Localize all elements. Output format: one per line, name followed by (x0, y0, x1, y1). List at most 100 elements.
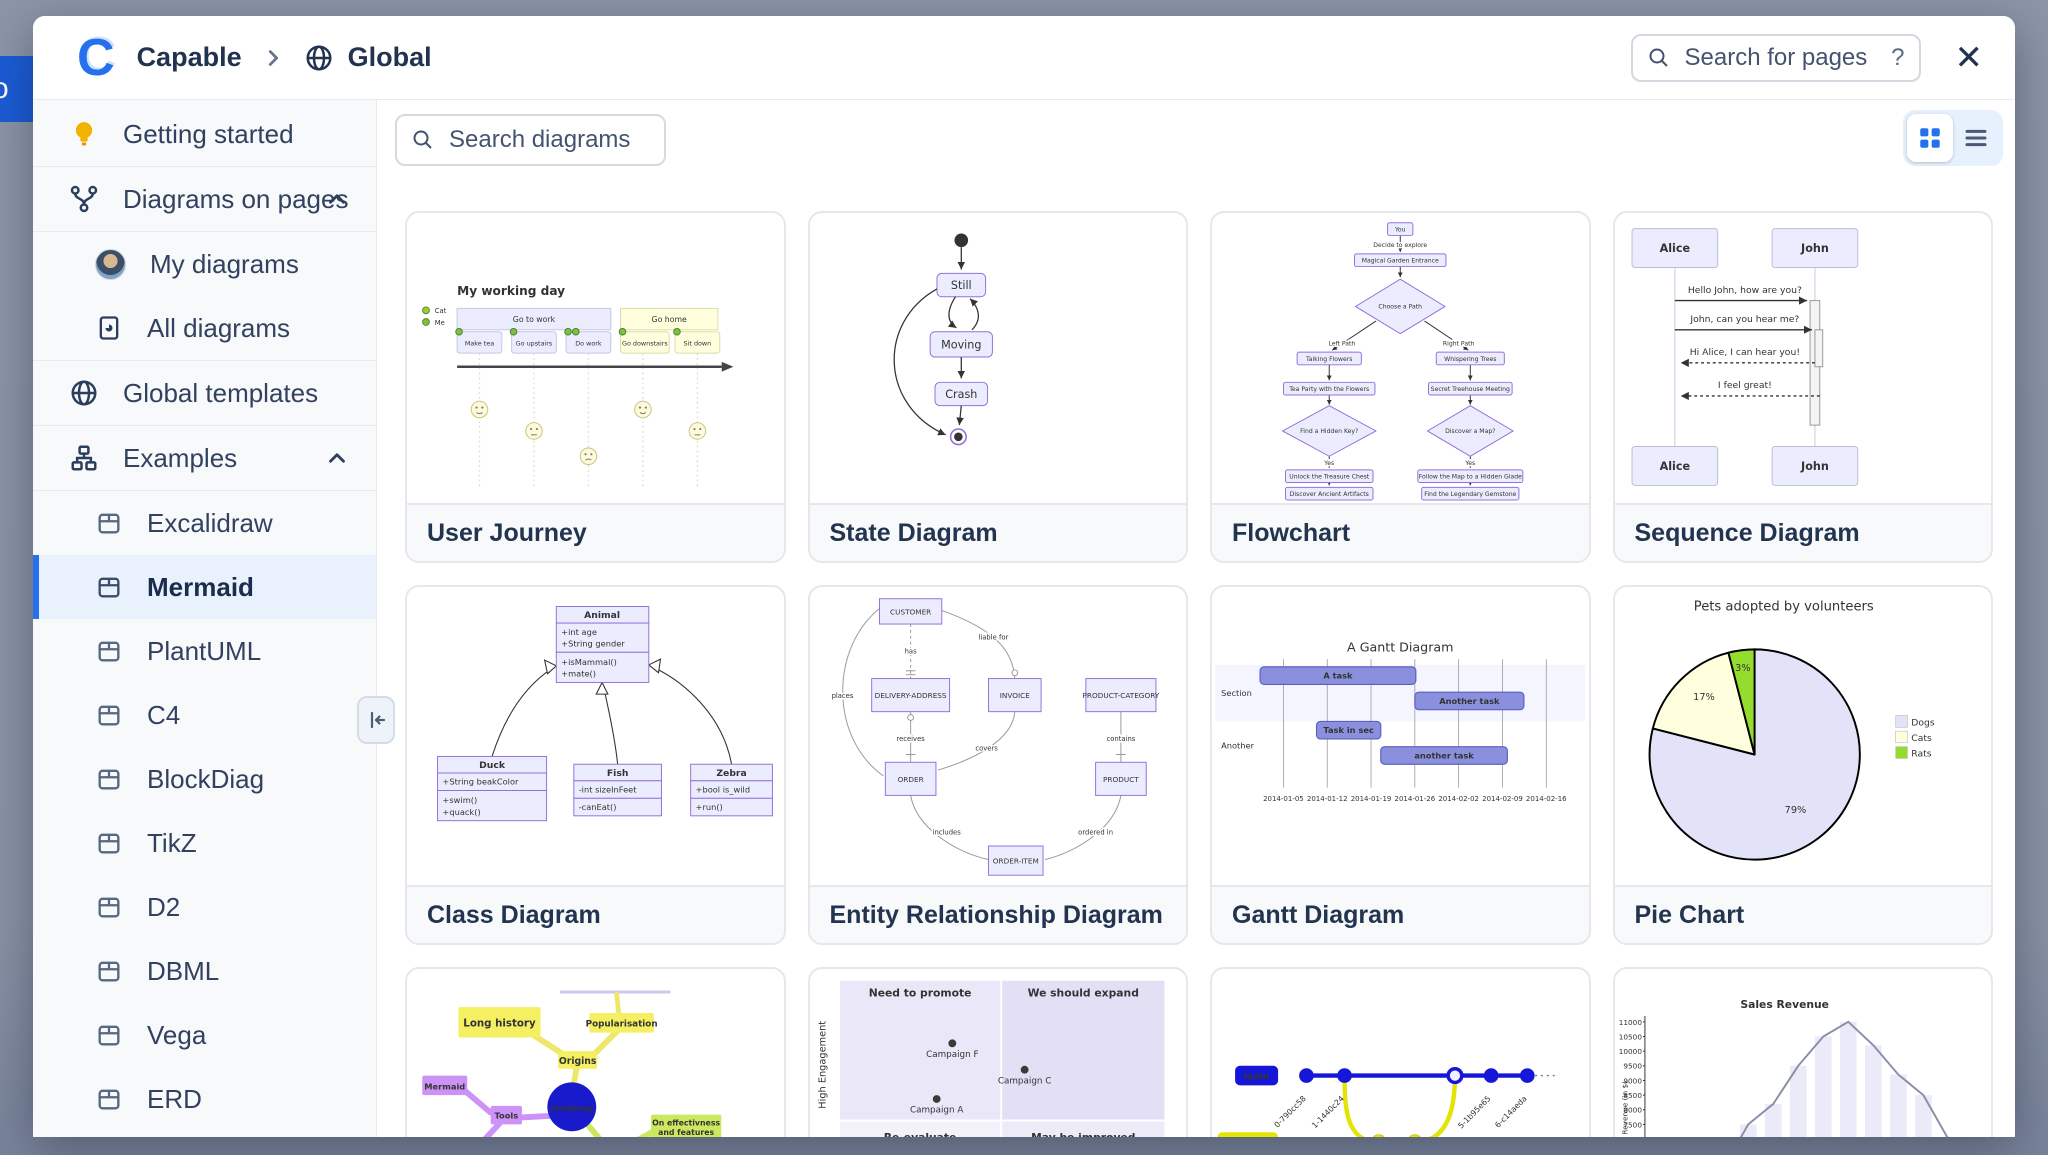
svg-text:Decide to explore: Decide to explore (1373, 242, 1427, 249)
svg-text:2014-01-19: 2014-01-19 (1351, 795, 1392, 803)
svg-text:0-790cc58: 0-790cc58 (1272, 1094, 1307, 1129)
close-icon[interactable]: ✕ (1954, 38, 1984, 77)
svg-text:Right Path: Right Path (1443, 340, 1475, 347)
collapse-left-icon (364, 708, 388, 732)
sidebar-item-label: ERD (147, 1083, 202, 1114)
box-icon (95, 637, 123, 665)
svg-text:Pets adopted by volunteers: Pets adopted by volunteers (1693, 599, 1873, 614)
search-diagrams-input[interactable] (447, 125, 650, 155)
sidebar-item-erd[interactable]: ERD (33, 1067, 376, 1131)
sidebar-item-partial[interactable] (33, 1131, 376, 1137)
search-diagrams-box[interactable] (395, 114, 666, 166)
sidebar: Getting started Diagrams on pages My dia… (33, 100, 377, 1137)
svg-text:ORDER: ORDER (897, 775, 923, 784)
card-user-journey[interactable]: My working day Cat Me Go to work Go home (405, 211, 786, 563)
card-title: User Journey (407, 503, 784, 561)
sequence-diagram: Alice John Alice John Hello John, how ar… (1631, 228, 1858, 486)
breadcrumb-capable[interactable]: Capable (136, 42, 242, 72)
svg-text:Follow the Map to a Hidden Gla: Follow the Map to a Hidden Glade (1419, 474, 1522, 481)
chevron-up-icon[interactable] (324, 445, 350, 471)
search-pages-box[interactable]: ? (1630, 33, 1921, 82)
list-icon (1962, 124, 1990, 152)
svg-text:+int age: +int age (561, 627, 597, 637)
chevron-right-icon (262, 47, 284, 69)
sidebar-item-plantuml[interactable]: PlantUML (33, 619, 376, 683)
sidebar-collapse-button[interactable] (357, 696, 395, 744)
svg-text:Do work: Do work (575, 339, 602, 347)
svg-text:Magical Garden Entrance: Magical Garden Entrance (1362, 258, 1439, 265)
mindmap-preview: Long history Popularisation Origins Merm… (407, 969, 784, 1137)
sidebar-item-label: Global templates (123, 377, 319, 408)
sidebar-item-d2[interactable]: D2 (33, 875, 376, 939)
card-state-diagram[interactable]: Still Moving Crash (807, 211, 1188, 563)
pie-chart-preview: Pets adopted by volunteers 79% 17% 3% (1615, 587, 1992, 885)
sidebar-item-label: My diagrams (150, 248, 299, 279)
sidebar-item-label: TikZ (147, 827, 197, 858)
sidebar-item-label: Diagrams on pages (123, 183, 349, 214)
card-quadrant-chart[interactable]: Need to promote We should expand Re-eval… (807, 967, 1188, 1137)
svg-text:Go upstairs: Go upstairs (516, 339, 553, 347)
card-gantt-diagram[interactable]: A Gantt Diagram (1210, 585, 1591, 945)
card-sequence-diagram[interactable]: Alice John Alice John Hello John, how ar… (1612, 211, 1993, 563)
search-pages-input[interactable] (1682, 42, 1892, 73)
svg-text:Sit down: Sit down (684, 339, 712, 347)
sidebar-divider (33, 360, 376, 361)
card-er-diagram[interactable]: CUSTOMER DELIVERY-ADDRESS INVOICE PRODUC… (807, 585, 1188, 945)
sidebar-item-examples[interactable]: Examples (33, 426, 376, 490)
breadcrumb-global[interactable]: Global (347, 42, 432, 72)
card-mindmap[interactable]: Long history Popularisation Origins Merm… (405, 967, 786, 1137)
sidebar-item-diagrams-on-pages[interactable]: Diagrams on pages (33, 167, 376, 231)
xy-chart-preview: Sales Revenue Revenue (in $) (1615, 969, 1992, 1137)
svg-text:Task in sec: Task in sec (1323, 725, 1374, 735)
svg-text:9000: 9000 (1623, 1076, 1642, 1085)
sidebar-item-vega[interactable]: Vega (33, 1003, 376, 1067)
svg-text:Animal: Animal (584, 610, 620, 621)
svg-text:Cats: Cats (1911, 733, 1932, 744)
svg-text:liable for: liable for (978, 634, 1008, 642)
sidebar-item-mermaid[interactable]: Mermaid (33, 555, 376, 619)
list-view-button[interactable] (1953, 114, 1999, 162)
svg-text:Yes: Yes (1323, 460, 1334, 467)
card-pie-chart[interactable]: Pets adopted by volunteers 79% 17% 3% (1612, 585, 1993, 945)
svg-text:covers: covers (975, 745, 998, 753)
er-diagram: CUSTOMER DELIVERY-ADDRESS INVOICE PRODUC… (830, 598, 1159, 876)
xy-chart: Sales Revenue Revenue (in $) (1618, 998, 1948, 1137)
svg-text:9500: 9500 (1623, 1062, 1642, 1071)
sidebar-item-dbml[interactable]: DBML (33, 939, 376, 1003)
user-avatar (95, 248, 126, 280)
svg-text:CUSTOMER: CUSTOMER (890, 607, 931, 616)
grid-view-button[interactable] (1907, 114, 1953, 162)
svg-text:Me: Me (435, 319, 445, 327)
search-icon (411, 128, 435, 152)
sidebar-item-excalidraw[interactable]: Excalidraw (33, 491, 376, 555)
sidebar-item-c4[interactable]: C4 (33, 683, 376, 747)
card-class-diagram[interactable]: Animal Duck Fish Zebra +int age +String … (405, 585, 786, 945)
box-icon (95, 765, 123, 793)
svg-text:Alice: Alice (1659, 242, 1690, 255)
sidebar-item-global-templates[interactable]: Global templates (33, 361, 376, 425)
user-journey-preview: My working day Cat Me Go to work Go home (407, 213, 784, 503)
svg-text:2014-01-05: 2014-01-05 (1263, 795, 1304, 803)
er-diagram-preview: CUSTOMER DELIVERY-ADDRESS INVOICE PRODUC… (810, 587, 1187, 885)
sidebar-item-getting-started[interactable]: Getting started (33, 102, 376, 166)
card-flowchart[interactable]: You Decide to explore Magical Garden Ent… (1210, 211, 1591, 563)
svg-text:Need to promote: Need to promote (868, 986, 971, 999)
card-xy-chart[interactable]: Sales Revenue Revenue (in $) (1612, 967, 1993, 1137)
topbar: C Capable Global ? ✕ (33, 16, 2015, 100)
sidebar-item-all-diagrams[interactable]: All diagrams (33, 296, 376, 360)
chevron-up-icon[interactable] (324, 186, 350, 212)
card-git-graph[interactable]: main develop 0-790cc58 1-1440c24 5-1b95e… (1210, 967, 1591, 1137)
svg-text:+swim(): +swim() (442, 795, 477, 805)
sidebar-item-label: Mermaid (147, 571, 254, 602)
svg-text:Discover Ancient Artifacts: Discover Ancient Artifacts (1290, 491, 1369, 498)
svg-text:+run(): +run() (696, 802, 723, 812)
sidebar-item-my-diagrams[interactable]: My diagrams (33, 232, 376, 296)
sidebar-item-blockdiag[interactable]: BlockDiag (33, 747, 376, 811)
svg-text:5-1b95e65: 5-1b95e65 (1456, 1094, 1492, 1130)
svg-text:11000: 11000 (1618, 1018, 1642, 1027)
svg-text:Alice: Alice (1659, 460, 1690, 473)
sidebar-divider (33, 490, 376, 491)
sidebar-item-tikz[interactable]: TikZ (33, 811, 376, 875)
svg-text:A Gantt Diagram: A Gantt Diagram (1347, 639, 1453, 654)
